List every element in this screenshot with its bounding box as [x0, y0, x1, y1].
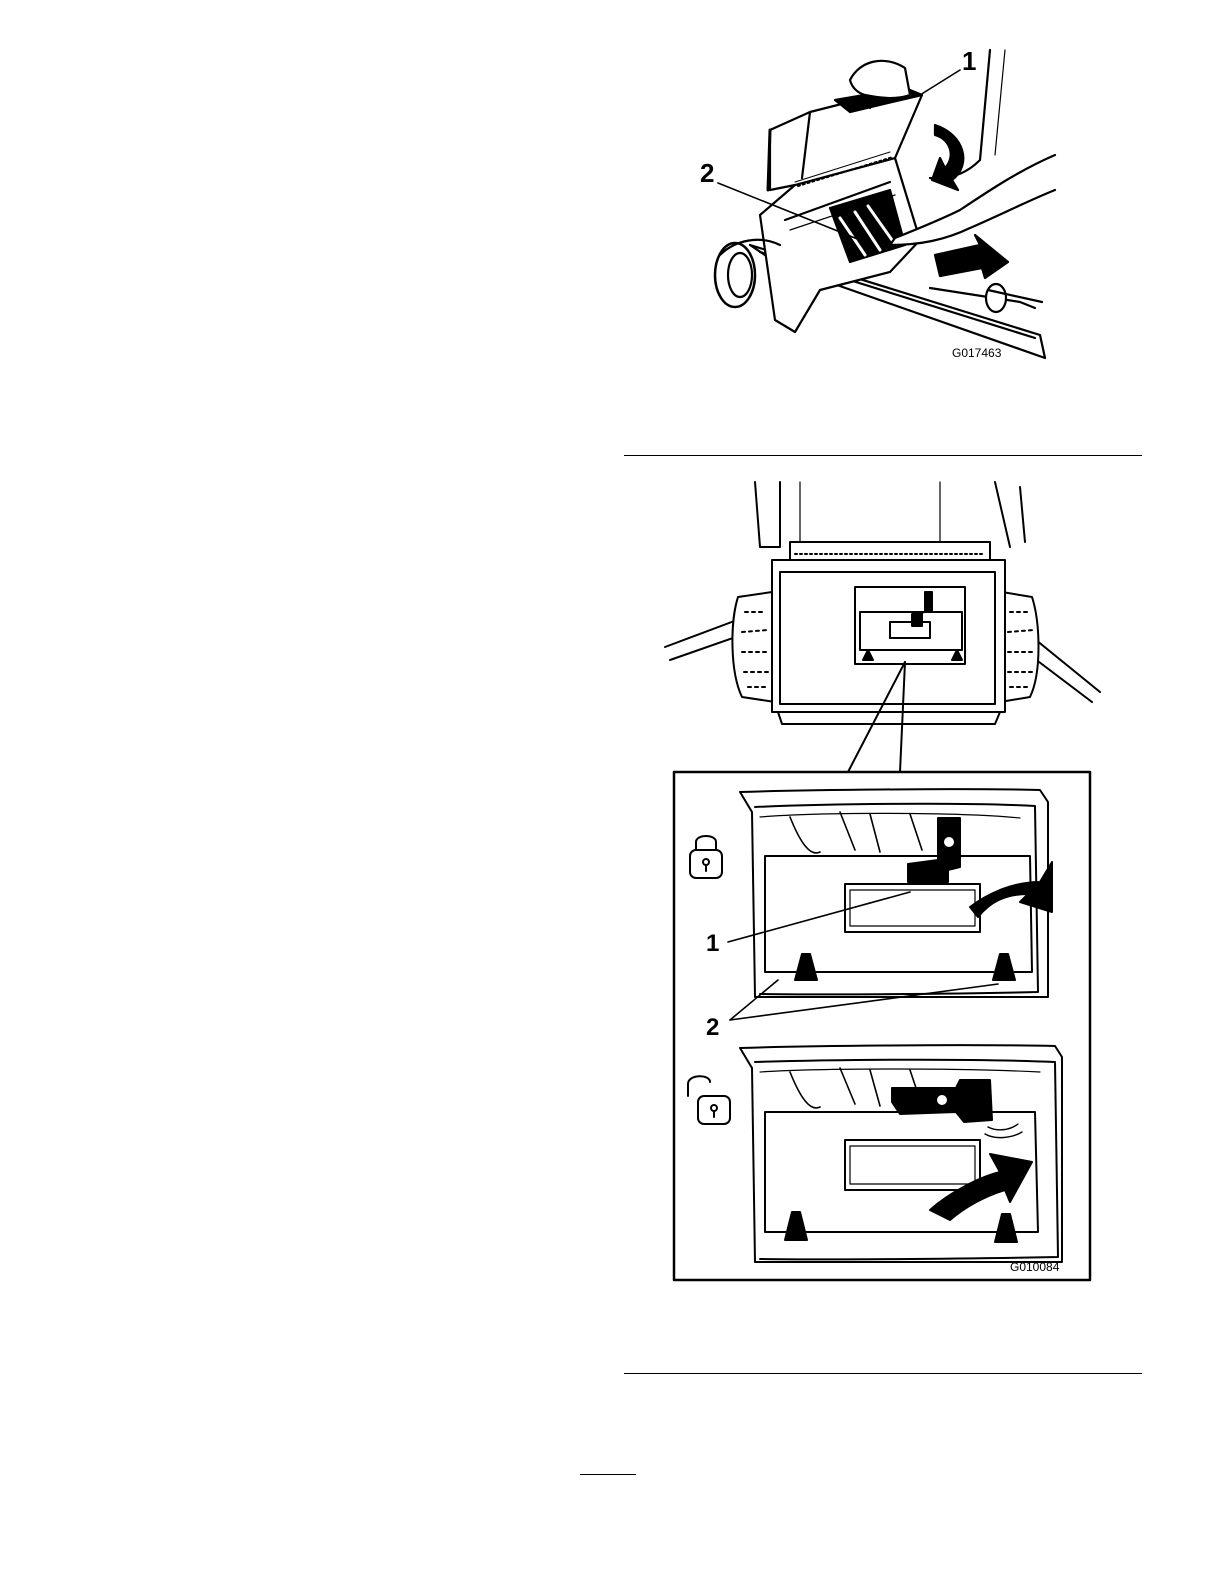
- section-divider: [624, 1373, 1142, 1374]
- figure-code: G017463: [952, 346, 1001, 360]
- figure-g010084: 1 2 G010084: [660, 472, 1110, 1282]
- callout-2: 2: [700, 158, 714, 189]
- page-number-rule: [580, 1474, 636, 1475]
- callout-2: 2: [706, 1014, 719, 1042]
- callout-1: 1: [962, 46, 976, 77]
- section-divider: [624, 455, 1142, 456]
- figure-code: G010084: [1010, 1260, 1059, 1274]
- figure-2-illustration: [660, 472, 1110, 1282]
- figure-1-illustration: [690, 40, 1070, 370]
- callout-1: 1: [706, 930, 719, 958]
- figure-g017463: 1 2 G017463: [690, 40, 1070, 370]
